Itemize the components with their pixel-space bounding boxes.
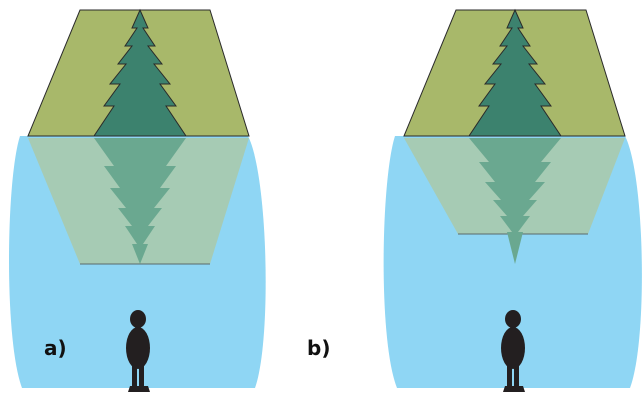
panel-label-b: b) <box>307 336 330 360</box>
tree-reflection <box>94 138 186 264</box>
panel-a: a) <box>9 8 266 392</box>
panel-label-a: a) <box>44 336 67 360</box>
tree-reflection <box>469 138 561 264</box>
standing-person-icon <box>501 310 525 392</box>
conifer-tree-icon <box>468 8 562 137</box>
panel-b: b) <box>307 8 642 392</box>
conifer-tree-icon <box>93 8 187 137</box>
standing-person-icon <box>126 310 150 392</box>
